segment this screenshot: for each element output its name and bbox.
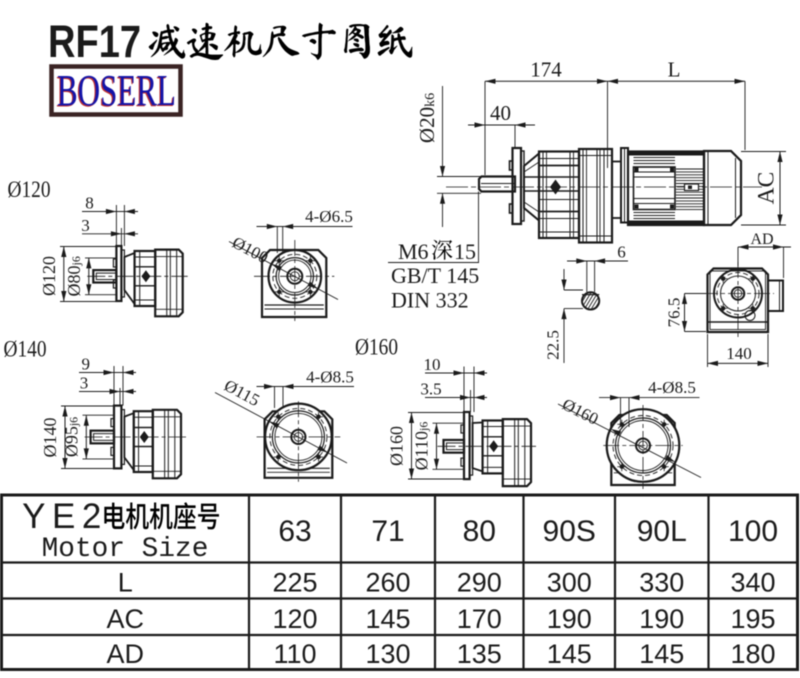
svg-text:300: 300 — [547, 567, 592, 597]
svg-text:10: 10 — [424, 355, 441, 374]
svg-text:Ø80j6: Ø80j6 — [64, 256, 84, 296]
svg-text:225: 225 — [272, 567, 317, 597]
svg-text:340: 340 — [730, 567, 775, 597]
svg-text:Ø120: Ø120 — [8, 177, 51, 202]
svg-text:Ø95j6: Ø95j6 — [62, 417, 82, 457]
svg-text:135: 135 — [457, 639, 502, 669]
svg-text:9: 9 — [82, 355, 91, 374]
svg-text:L: L — [668, 58, 681, 82]
svg-text:130: 130 — [365, 639, 410, 669]
svg-text:6: 6 — [617, 243, 626, 262]
svg-text:145: 145 — [639, 639, 684, 669]
svg-text:195: 195 — [730, 604, 775, 634]
svg-text:140: 140 — [726, 344, 752, 363]
svg-text:120: 120 — [272, 604, 317, 634]
svg-text:4-Ø8.5: 4-Ø8.5 — [306, 368, 354, 387]
svg-text:90S: 90S — [543, 515, 596, 548]
svg-text:40: 40 — [490, 101, 511, 125]
svg-text:Ø140: Ø140 — [40, 418, 60, 458]
svg-text:22.5: 22.5 — [544, 330, 563, 360]
svg-text:80: 80 — [463, 515, 496, 548]
svg-text:3: 3 — [80, 374, 89, 393]
svg-text:4-Ø8.5: 4-Ø8.5 — [648, 378, 696, 397]
svg-text:M6: M6 — [398, 239, 429, 264]
svg-text:AC: AC — [754, 172, 780, 205]
svg-text:110: 110 — [273, 639, 316, 669]
svg-text:90L: 90L — [637, 515, 687, 548]
svg-text:15: 15 — [454, 239, 476, 264]
svg-text:4-Ø6.5: 4-Ø6.5 — [305, 207, 353, 226]
svg-text:AC: AC — [106, 604, 144, 634]
svg-text:63: 63 — [278, 515, 311, 548]
svg-text:100: 100 — [728, 515, 778, 548]
svg-text:145: 145 — [365, 604, 410, 634]
svg-text:180: 180 — [730, 639, 775, 669]
svg-text:174: 174 — [530, 58, 562, 82]
svg-text:3.5: 3.5 — [420, 380, 441, 399]
svg-text:Ø140: Ø140 — [4, 337, 47, 362]
svg-text:AD: AD — [106, 639, 144, 669]
svg-text:330: 330 — [639, 567, 684, 597]
svg-text:145: 145 — [547, 639, 592, 669]
svg-text:Ø110j6: Ø110j6 — [412, 422, 432, 471]
svg-text:YE2: YE2 — [22, 497, 108, 536]
svg-text:GB/T 145: GB/T 145 — [391, 263, 479, 288]
svg-text:Motor Size: Motor Size — [42, 534, 209, 565]
svg-text:260: 260 — [365, 567, 410, 597]
svg-text:170: 170 — [457, 604, 502, 634]
svg-text:190: 190 — [547, 604, 592, 634]
svg-text:190: 190 — [639, 604, 684, 634]
svg-text:AD: AD — [750, 231, 773, 248]
svg-text:Ø160: Ø160 — [355, 335, 398, 360]
svg-text:8: 8 — [85, 194, 94, 213]
svg-text:3: 3 — [81, 216, 90, 235]
svg-text:290: 290 — [457, 567, 502, 597]
svg-text:Ø160: Ø160 — [387, 426, 407, 466]
svg-text:71: 71 — [371, 515, 404, 548]
svg-text:RF17: RF17 — [48, 16, 141, 67]
svg-text:DIN 332: DIN 332 — [391, 288, 469, 313]
svg-text:BOSERL: BOSERL — [57, 66, 176, 115]
svg-text:76.5: 76.5 — [665, 298, 684, 328]
svg-text:Ø120: Ø120 — [39, 256, 59, 296]
svg-text:L: L — [118, 567, 133, 597]
